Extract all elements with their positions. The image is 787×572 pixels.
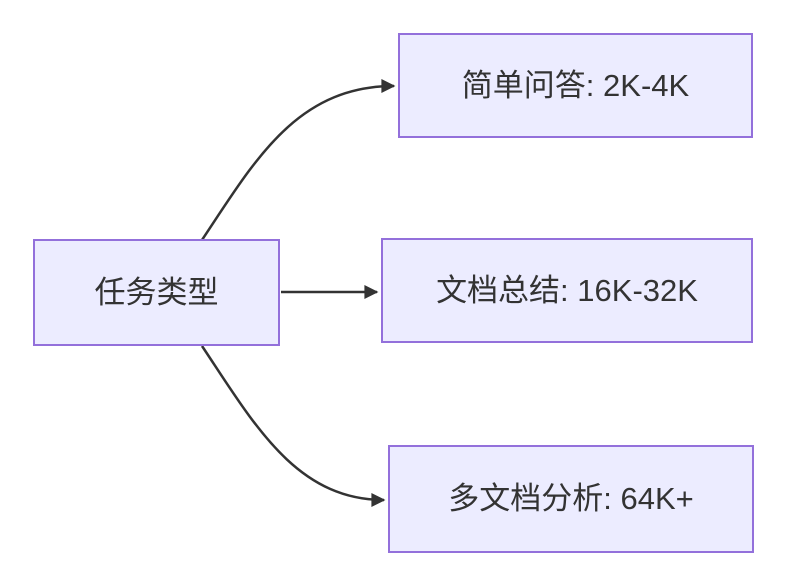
node-simple-qa-label: 简单问答: 2K-4K — [461, 67, 690, 103]
edge-root-to-branch-0 — [200, 79, 396, 241]
node-doc-summary: 文档总结: 16K-32K — [381, 238, 753, 343]
node-multi-doc-analysis-label: 多文档分析: 64K+ — [448, 481, 694, 517]
node-multi-doc-analysis: 多文档分析: 64K+ — [388, 445, 754, 553]
edge-root-to-branch-2 — [200, 345, 386, 507]
node-doc-summary-label: 文档总结: 16K-32K — [436, 272, 698, 308]
node-simple-qa: 简单问答: 2K-4K — [398, 33, 753, 138]
node-task-type: 任务类型 — [33, 239, 280, 346]
node-task-type-label: 任务类型 — [94, 274, 219, 310]
